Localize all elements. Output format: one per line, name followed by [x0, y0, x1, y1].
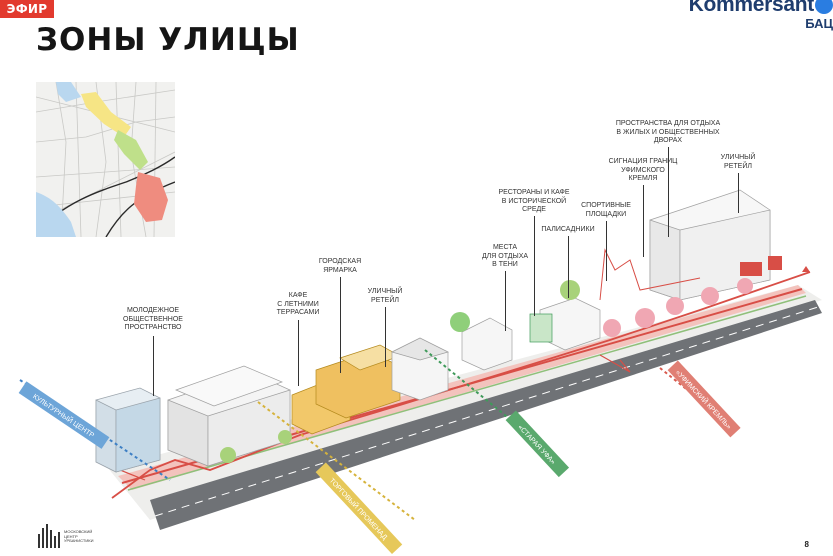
live-badge: ЭФИР: [0, 0, 54, 18]
zone-tag-kremlin: «УФИМСКИЙ КРЕМЛЬ»: [667, 360, 741, 438]
page-title: ЗОНЫ УЛИЦЫ: [36, 22, 300, 58]
svg-text:«СТАРАЯ УФА»: «СТАРАЯ УФА»: [516, 424, 556, 466]
svg-text:ТОРГОВЫЙ ПРОМЕНАД: ТОРГОВЫЙ ПРОМЕНАД: [328, 476, 390, 542]
brand-sub: БАЦ: [805, 16, 833, 31]
mcu-logo: [38, 524, 60, 548]
zone-tag-old-ufa: «СТАРАЯ УФА»: [505, 410, 570, 478]
location-map: [36, 82, 175, 237]
zone-tag-promenade: ТОРГОВЫЙ ПРОМЕНАД: [315, 462, 403, 555]
svg-text:КУЛЬТУРНЫЙ ЦЕНТР: КУЛЬТУРНЫЙ ЦЕНТР: [31, 392, 96, 440]
page-number: 8: [804, 540, 809, 549]
svg-text:«УФИМСКИЙ КРЕМЛЬ»: «УФИМСКИЙ КРЕМЛЬ»: [674, 368, 734, 431]
brand-logo: Kommersant: [689, 0, 833, 17]
label-gardens: ПАЛИСАДНИКИ: [541, 226, 595, 233]
